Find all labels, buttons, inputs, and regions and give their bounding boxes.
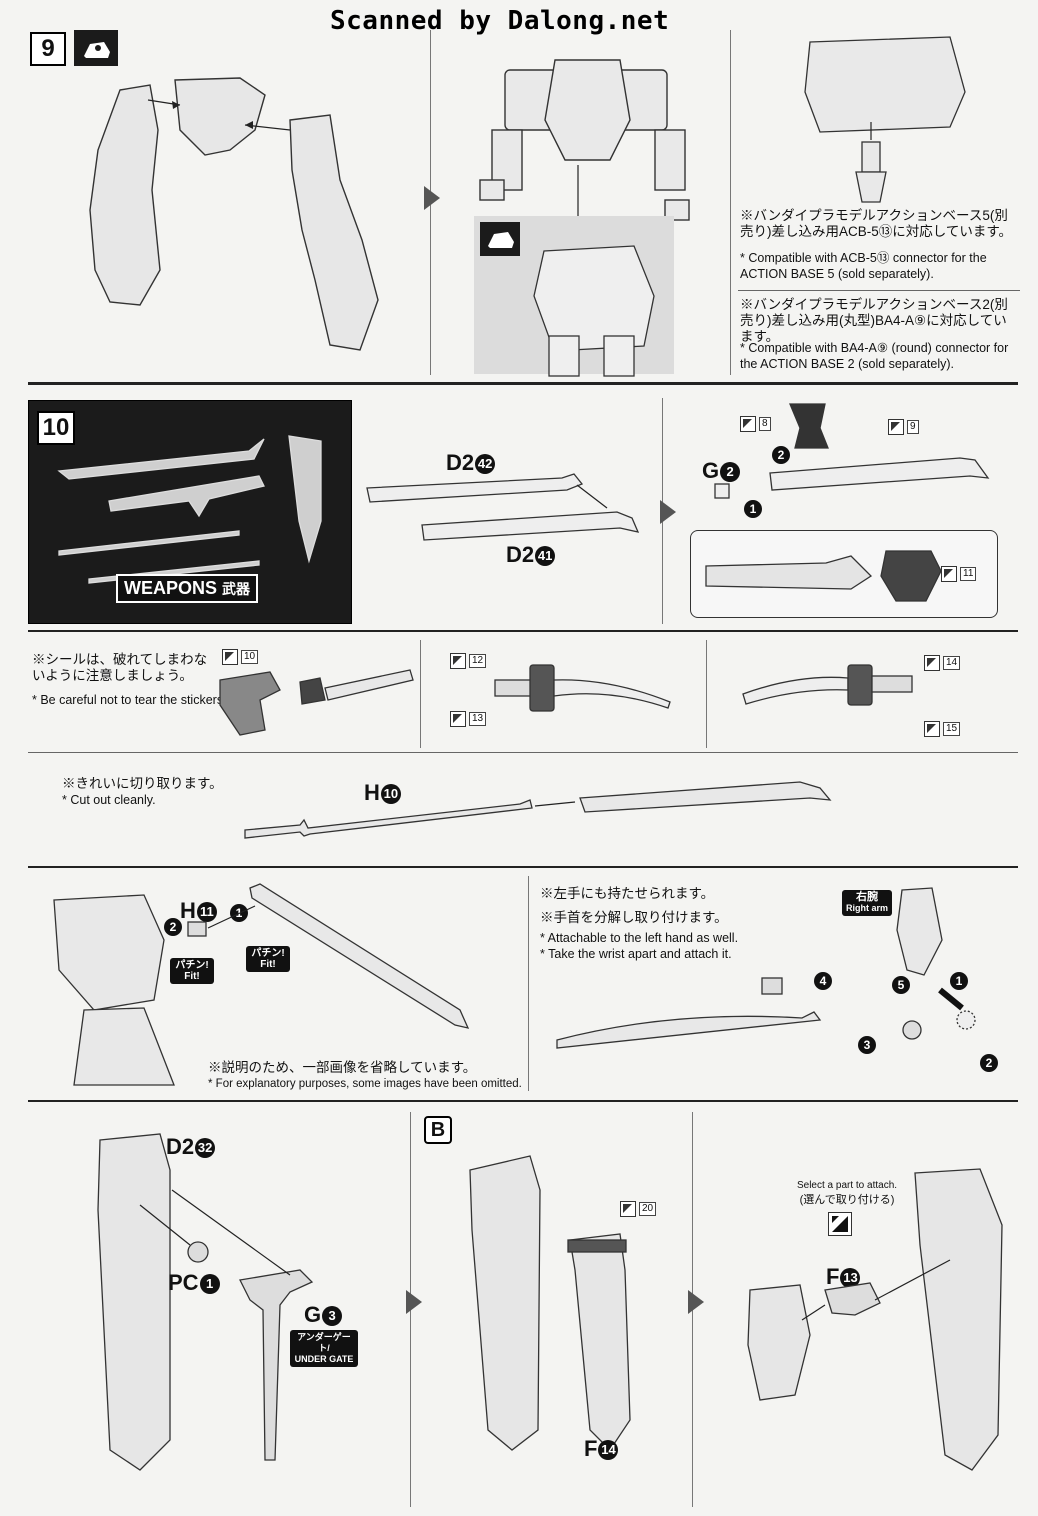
mecha-partial-illustration — [53, 894, 175, 1086]
panel-divider — [730, 30, 731, 375]
panel-divider — [528, 876, 529, 1091]
fit-badge-1: パチン! Fit! — [170, 958, 214, 984]
step-order-4: 4 — [814, 972, 832, 990]
step-order-2: 2 — [980, 1054, 998, 1072]
panel-divider — [706, 640, 707, 748]
detail-inset: 11 — [690, 530, 998, 618]
sticker-12: 12 — [450, 653, 487, 669]
sticker-14: 14 — [924, 655, 961, 671]
section-divider — [28, 630, 1018, 632]
wrist-note-jp: ※手首を分解し取り付けます。 — [540, 910, 728, 925]
hand-sword-illustration — [556, 887, 976, 1049]
cut-note-jp: ※きれいに切り取ります。 — [62, 776, 223, 791]
next-arrow — [688, 1290, 704, 1314]
sticker-9: 9 — [888, 419, 919, 435]
section-divider — [28, 382, 1018, 385]
select-part-note-jp: (選んで取り付ける) — [799, 1194, 895, 1206]
scabbard-halves-illustration — [366, 473, 640, 541]
section-divider — [28, 1100, 1018, 1102]
waist-icon — [480, 222, 520, 256]
section-divider — [28, 866, 1018, 868]
ba4-note-en: * Compatible with BA4-A⑨ (round) connect… — [740, 341, 1009, 371]
waist-illustration — [533, 245, 655, 377]
scabbard-end-illustration — [705, 550, 942, 602]
step-order-1: 1 — [744, 500, 762, 518]
waist-detail-inset — [474, 216, 674, 377]
step-number-9: 9 — [30, 32, 66, 66]
panel-divider — [420, 640, 421, 748]
hilt-sticker-illustration-left — [494, 664, 671, 712]
sword-insertion-illustration — [244, 781, 832, 839]
next-arrow — [406, 1290, 422, 1314]
under-gate-badge: アンダーゲート/UNDER GATE — [290, 1330, 358, 1367]
ba4-note-jp: ※バンダイプラモデルアクションベース2(別売り)差し込み用(丸型)BA4-A⑨に… — [740, 297, 1008, 344]
step-number-10: 10 — [37, 411, 75, 445]
sticker-13: 13 — [450, 711, 487, 727]
select-part-note-en: Select a part to attach. — [796, 1180, 898, 1191]
wrist-note-en: * Take the wrist apart and attach it. — [540, 947, 732, 961]
sticker-20: 20 — [620, 1201, 657, 1217]
hilt-sticker-illustration-right — [742, 664, 913, 706]
watermark: Scanned by Dalong.net — [330, 6, 670, 36]
weapons-label: WEAPONS 武器 — [116, 574, 259, 603]
sticker-note-jp: ※シールは、破れてしまわないように注意しましょう。 — [32, 652, 208, 683]
shoulder-icon — [74, 30, 118, 66]
step-order-5: 5 — [892, 976, 910, 994]
step-order-2: 2 — [772, 446, 790, 464]
sticker-10: 10 — [222, 649, 259, 665]
next-arrow — [424, 186, 440, 210]
left-hand-note-jp: ※左手にも持たせられます。 — [540, 886, 715, 901]
step-order-1: 1 — [950, 972, 968, 990]
step-order-3: 3 — [858, 1036, 876, 1054]
acb5-note-jp: ※バンダイプラモデルアクションベース5(別売り)差し込み用ACB-5⑬に対応して… — [740, 208, 1013, 239]
sticker-11: 11 — [941, 566, 977, 582]
sticker-note-en: * Be careful not to tear the stickers. — [32, 693, 227, 707]
scabbard-assembly-illustration — [714, 403, 990, 499]
section-divider — [28, 752, 1018, 753]
sticker-8: 8 — [740, 416, 771, 432]
weapons-illustration — [57, 435, 322, 584]
left-hand-note-en: * Attachable to the left hand as well. — [540, 931, 739, 945]
step-label-b: B — [424, 1116, 452, 1144]
next-arrow — [660, 500, 676, 524]
sword-holster-illustration — [187, 883, 470, 1029]
omit-note-en: * For explanatory purposes, some images … — [208, 1078, 522, 1090]
omit-note-jp: ※説明のため、一部画像を省略しています。 — [208, 1060, 477, 1075]
base-connector-illustration — [804, 36, 966, 203]
note-divider — [738, 290, 1020, 291]
sticker-15: 15 — [924, 721, 961, 737]
sticker-application-illustration — [219, 669, 414, 736]
cut-note-en: * Cut out cleanly. — [62, 793, 156, 807]
shield-cover-illustration — [469, 1155, 631, 1452]
legs-illustration — [89, 77, 379, 351]
acb5-note-en: * Compatible with ACB-5⑬ connector for t… — [740, 251, 987, 281]
body-illustration — [479, 59, 690, 224]
select-part-icon — [828, 1212, 852, 1236]
shield-assembly-illustration — [97, 1133, 314, 1471]
shield-mount-illustration — [747, 1168, 1003, 1471]
step-order-2: 2 — [164, 918, 182, 936]
fit-badge-2: パチン! Fit! — [246, 946, 290, 972]
